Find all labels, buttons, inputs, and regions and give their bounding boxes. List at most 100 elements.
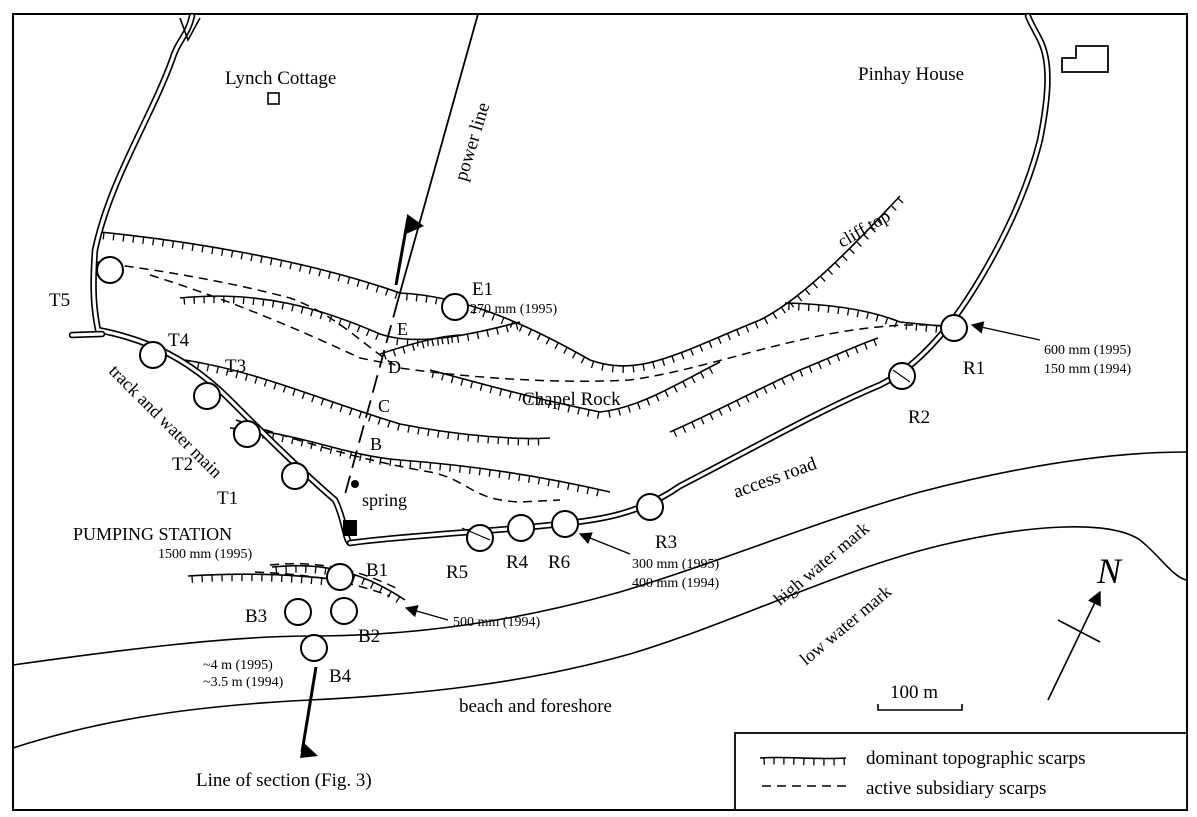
power-line-flag-pole: [394, 217, 410, 286]
site-T2[interactable]: [233, 420, 261, 448]
scarp-tick: [576, 484, 580, 493]
site-label-R5: R5: [446, 562, 468, 583]
section-line: [343, 299, 399, 499]
scarp-tick: [709, 413, 714, 421]
scarp-tick: [392, 349, 397, 357]
scarp-tick: [718, 408, 723, 416]
scarp-tick: [557, 481, 560, 489]
scarp-tick: [206, 364, 210, 372]
site-R5[interactable]: [466, 524, 494, 552]
scarp-tick: [375, 285, 379, 293]
dominant-scarp: [379, 334, 461, 355]
scarp-tick: [417, 427, 420, 435]
scarp-tick: [291, 437, 294, 445]
site-T1[interactable]: [281, 462, 309, 490]
scarp-tick: [366, 282, 370, 290]
site-T4[interactable]: [139, 341, 167, 369]
movement-r1-1994: 150 mm (1994): [1044, 362, 1131, 377]
road-west: [90, 12, 354, 547]
site-R6[interactable]: [551, 510, 579, 538]
site-R4[interactable]: [507, 514, 535, 542]
scarp-tick: [375, 333, 380, 341]
scarp-tick: [736, 329, 741, 337]
scarp-tick: [781, 378, 786, 386]
scarp-tick: [708, 341, 713, 348]
scarp-tick: [554, 342, 559, 350]
scarp-tick: [385, 288, 389, 296]
scarp-tick: [359, 454, 362, 462]
scarp-tick: [796, 295, 803, 302]
scarp-tick: [142, 236, 145, 244]
movement-arrow-b2: [404, 605, 449, 621]
scarp-tick: [411, 343, 415, 351]
site-R1[interactable]: [940, 314, 968, 342]
site-T5[interactable]: [96, 256, 124, 284]
dominant-scarp: [669, 337, 879, 433]
scarp-tick: [310, 576, 313, 585]
scarp-tick: [866, 312, 869, 320]
scarp-tick: [682, 381, 687, 388]
section-line-label: Line of section (Fig. 3): [196, 770, 372, 791]
scarp-tick: [368, 414, 372, 422]
scarp-tick: [812, 282, 818, 289]
scarp-tick: [632, 365, 635, 373]
scarp-tick: [330, 401, 334, 409]
site-B2[interactable]: [330, 597, 358, 625]
site-label-E1: E1: [472, 279, 493, 300]
scarp-tick: [508, 391, 512, 399]
scarp-tick: [308, 266, 312, 274]
scarp-tick: [466, 334, 470, 342]
scarp-tick: [652, 361, 656, 369]
scarp-tick: [518, 324, 523, 332]
scarp-tick: [337, 274, 341, 282]
scarp-tick: [873, 339, 877, 347]
scarp-tick: [536, 333, 542, 341]
site-label-R4: R4: [506, 552, 529, 573]
site-E1[interactable]: [441, 293, 469, 321]
site-B3[interactable]: [284, 598, 312, 626]
scarp-tick: [439, 463, 442, 471]
scarp-tick: [347, 321, 352, 329]
scarp-tick: [754, 391, 759, 399]
scarp-tick: [291, 304, 294, 312]
scarp-tick: [905, 322, 908, 330]
site-label-R6: R6: [548, 552, 570, 573]
site-B1[interactable]: [326, 563, 354, 591]
cliff-top-label: cliff top: [834, 206, 893, 252]
scarp-tick: [856, 241, 862, 247]
scarp-tick: [567, 482, 570, 491]
pumping-station-building: [343, 520, 357, 536]
beach-label: beach and foreshore: [459, 696, 612, 717]
scarp-tick: [601, 363, 604, 371]
scarp-tick: [834, 262, 841, 269]
scarp-tick: [848, 248, 855, 255]
scarp-tick: [518, 393, 522, 401]
legend-dominant-label: dominant topographic scarps: [866, 748, 1086, 769]
scarp-tick: [395, 596, 401, 603]
scarp-tick: [183, 297, 186, 305]
legend-dominant-symbol: [759, 756, 847, 760]
scarp-tick: [250, 254, 253, 262]
scarp-tick: [590, 361, 595, 369]
scarp-tick: [836, 354, 841, 362]
power-line-label: power line: [451, 100, 495, 183]
scarp-tick: [586, 487, 590, 495]
scarp-tick: [365, 329, 370, 337]
spring-marker: [351, 480, 359, 488]
section-line-south: [300, 666, 318, 753]
scarp-tick: [282, 385, 287, 393]
scarp-tick: [300, 306, 304, 314]
scarp-tick: [571, 351, 577, 359]
scarp-tick: [845, 350, 850, 358]
scarp-tick: [273, 382, 277, 390]
site-T3[interactable]: [193, 382, 221, 410]
site-label-R1: R1: [963, 358, 985, 379]
scarp-tick: [617, 408, 621, 416]
scale-label: 100 m: [890, 682, 938, 703]
scarp-tick: [545, 337, 550, 345]
site-B4[interactable]: [300, 634, 328, 662]
scarp-tick: [819, 275, 826, 282]
scarp-tick: [763, 386, 768, 394]
site-R3[interactable]: [636, 493, 664, 521]
scarp-tick: [577, 407, 580, 415]
